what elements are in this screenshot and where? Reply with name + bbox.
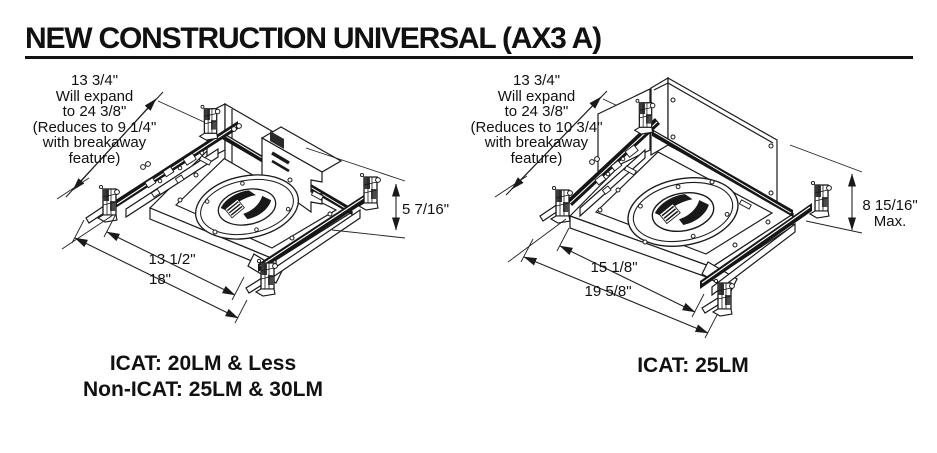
right-height-dimension: 8 15/16" Max. [862, 197, 918, 230]
left-inner-width-dimension: 13 1/2" [148, 251, 196, 268]
left-expand-note: 13 3/4" Will expand to 24 3/8" (Reduces … [32, 72, 157, 167]
right-caption: ICAT: 25LM [637, 354, 749, 377]
left-caption: ICAT: 20LM & Less Non-ICAT: 25LM & 30LM [83, 352, 323, 401]
right-fixture-drawing [494, 76, 863, 339]
left-height-dimension: 5 7/16" [402, 201, 450, 218]
title-underline [25, 56, 913, 59]
left-fixture-drawing [56, 91, 406, 324]
page-title: NEW CONSTRUCTION UNIVERSAL (AX3 A) [25, 22, 602, 55]
right-inner-width-dimension: 15 1/8" [590, 259, 638, 276]
right-outer-width-dimension: 19 5/8" [584, 283, 632, 300]
left-outer-width-dimension: 18" [148, 271, 171, 288]
right-expand-note: 13 3/4" Will expand to 24 3/8" (Reduces … [470, 72, 603, 167]
